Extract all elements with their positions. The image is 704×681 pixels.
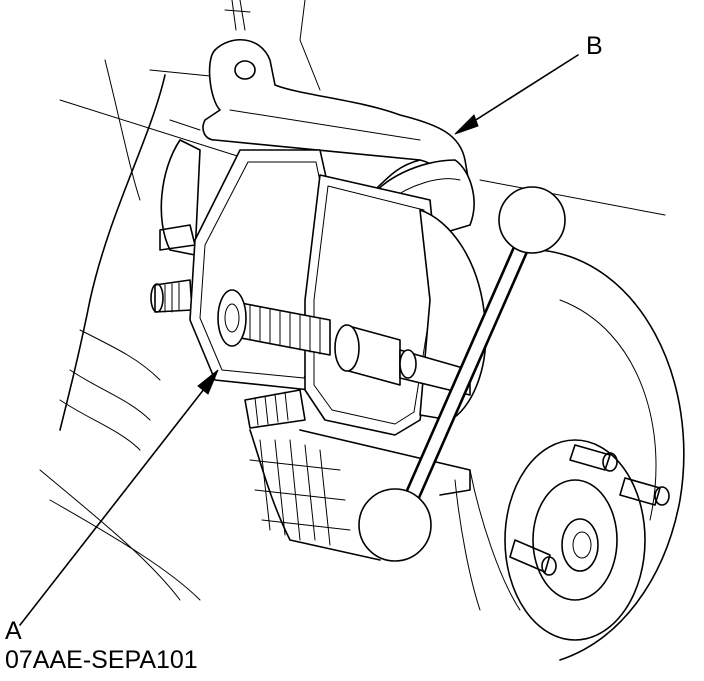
caliper-body (150, 139, 471, 561)
callout-leaders (19, 54, 579, 626)
callout-arrowhead-a (197, 369, 219, 395)
background-structure (39, 0, 666, 601)
brake-rotor (454, 249, 685, 661)
wheel-stud (569, 444, 618, 472)
callout-arrowhead-b (454, 114, 479, 135)
tool-part-number: 07AAE-SEPA101 (5, 646, 198, 674)
t-handle (358, 186, 566, 562)
wheel-stud (619, 477, 670, 506)
wheel-stud (509, 539, 557, 576)
callout-label-b: B (586, 32, 603, 60)
callout-label-a: A (5, 617, 22, 645)
